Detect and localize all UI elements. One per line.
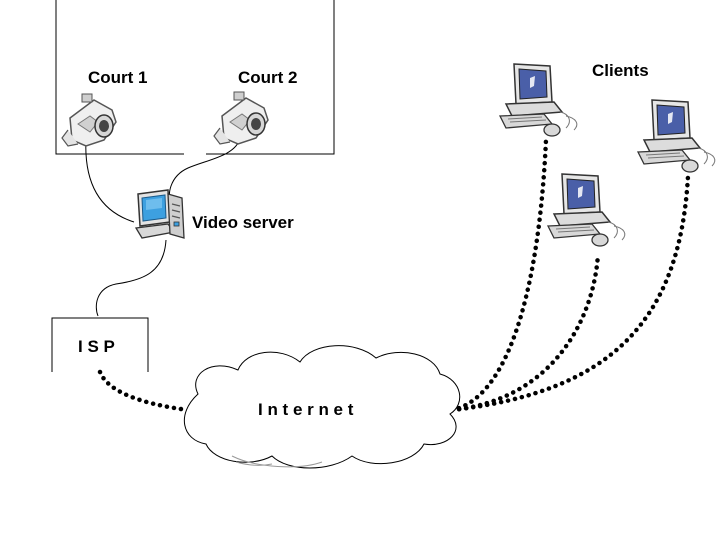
cloud-inner-detail [231, 455, 323, 468]
court2-label: Court 2 [238, 68, 298, 87]
link-internet-client2 [449, 251, 601, 413]
server-icon [134, 189, 185, 239]
client-computer-icon [637, 99, 716, 173]
link-internet-client1 [449, 137, 549, 413]
internet-cloud [183, 345, 461, 469]
link-isp-internet [97, 369, 191, 413]
isp-label: I S P [78, 337, 115, 356]
cable-server-isp [95, 239, 167, 317]
dotted-links [97, 137, 691, 413]
court1-label: Court 1 [88, 68, 148, 87]
link-internet-client3 [449, 173, 691, 413]
cable-court1-server [85, 137, 135, 223]
courts-building-outline [55, 0, 335, 155]
client-computer-icon [499, 63, 578, 137]
clients-label: Clients [592, 61, 649, 80]
client-computer-icon [547, 173, 626, 247]
isp-box [51, 317, 149, 372]
camera-icon [61, 93, 117, 147]
camera-icon [213, 91, 269, 145]
cable-court2-server [168, 137, 241, 205]
video-server-label: Video server [192, 213, 294, 232]
internet-label: I n t e r n e t [258, 400, 354, 419]
